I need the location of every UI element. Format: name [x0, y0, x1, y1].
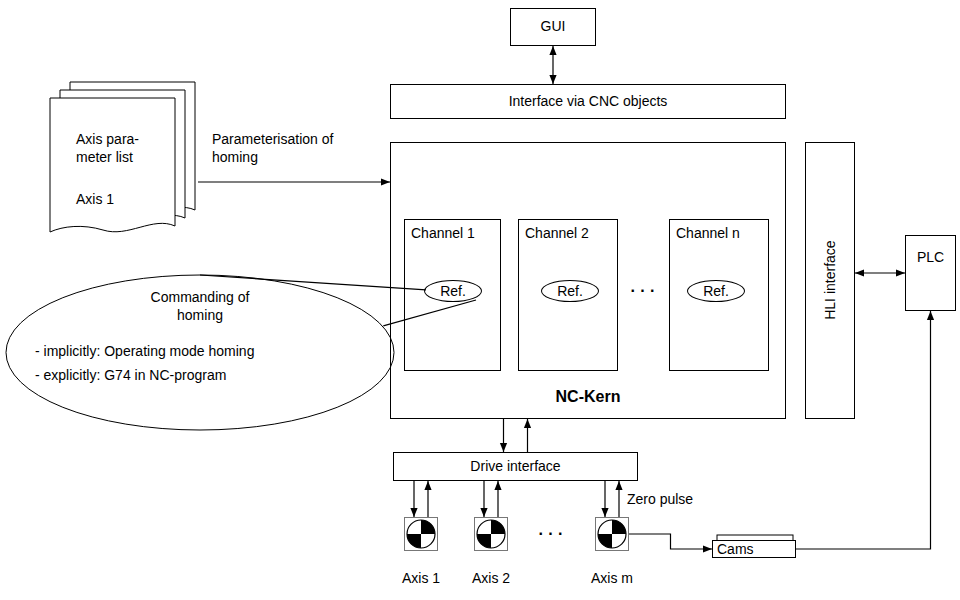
ellipse-line [6, 275, 394, 430]
connector [604, 481, 605, 517]
symbol-circle [598, 520, 626, 548]
connector [618, 481, 619, 517]
connector [427, 481, 428, 517]
motor-symbol [474, 517, 508, 551]
page-sheet [50, 98, 175, 232]
motor-symbol [595, 517, 629, 551]
connector [629, 534, 712, 549]
symbol-frame [596, 518, 629, 551]
node-text: Interface via CNC objects [509, 92, 668, 110]
connector [527, 419, 528, 452]
connector [483, 481, 484, 517]
parameter-document: Axis para- meter listAxis 1 [48, 80, 198, 238]
node-text: Cams [717, 541, 795, 557]
process-box: NC-KernChannel 1Ref.Channel 2Ref.Channel… [390, 142, 786, 419]
symbol-circle [407, 520, 435, 548]
ref-ellipse: Ref. [541, 280, 599, 302]
symbol-circle [477, 520, 505, 548]
motor-symbol [404, 517, 438, 551]
process-box: Channel 1 Ref. [404, 219, 501, 371]
axis-motor: Axis 2 [466, 517, 516, 593]
node-text: - implicitly: Operating mode homing [35, 342, 254, 360]
connector [503, 419, 504, 452]
ref-ellipse: Ref. [687, 280, 745, 302]
ellipsis-label: · · · [521, 524, 581, 545]
node-text: - explicitly: G74 in NC-program [35, 366, 226, 384]
connector [413, 481, 414, 517]
process-box: Channel 2 Ref. [518, 219, 618, 371]
node-text: Channel 2 [525, 224, 589, 242]
edge-label: Zero pulse [627, 490, 693, 508]
process-box: Channel n Ref. [669, 219, 769, 371]
axis-motor: Axis m [587, 517, 637, 593]
connector [552, 46, 553, 84]
connector [796, 311, 931, 549]
node-text: Axis 1 [76, 190, 114, 208]
ellipsis-label: · · · [620, 281, 666, 302]
node-text: Axis m [591, 569, 633, 587]
process-box: Interface via CNC objects [390, 84, 786, 119]
node-text: Ref. [703, 282, 729, 300]
node-text: NC-Kern [556, 387, 621, 408]
symbol-frame [475, 518, 508, 551]
callout-ellipse: Commanding of homing - implicitly: Operat… [5, 274, 395, 431]
connector [200, 275, 426, 290]
process-box: GUI [510, 8, 596, 46]
node-text: HLI interface [821, 241, 839, 320]
node-text: Ref. [440, 282, 466, 300]
process-box: Drive interface [393, 452, 638, 481]
node-text: Axis para- meter list [76, 130, 168, 166]
node-text: Ref. [557, 282, 583, 300]
node-text: Drive interface [470, 457, 560, 475]
node-text: PLC [917, 248, 944, 266]
cams-box: Cams [712, 540, 796, 558]
connector [198, 181, 390, 182]
node-text: Commanding of homing [130, 288, 270, 324]
node-text: Axis 1 [402, 569, 440, 587]
connector [855, 272, 905, 273]
node-text: Channel n [676, 224, 740, 242]
node-text: Channel 1 [411, 224, 475, 242]
symbol-frame [405, 518, 438, 551]
process-box: PLC [905, 235, 956, 311]
connector [497, 481, 498, 517]
interface-band: HLI interface [805, 142, 855, 419]
ref-ellipse: Ref. [424, 280, 482, 302]
edge-label: Parameterisation of homing [212, 130, 352, 166]
axis-motor: Axis 1 [396, 517, 446, 593]
node-text: Axis 2 [472, 569, 510, 587]
connector [383, 300, 476, 326]
node-text: GUI [541, 17, 566, 35]
